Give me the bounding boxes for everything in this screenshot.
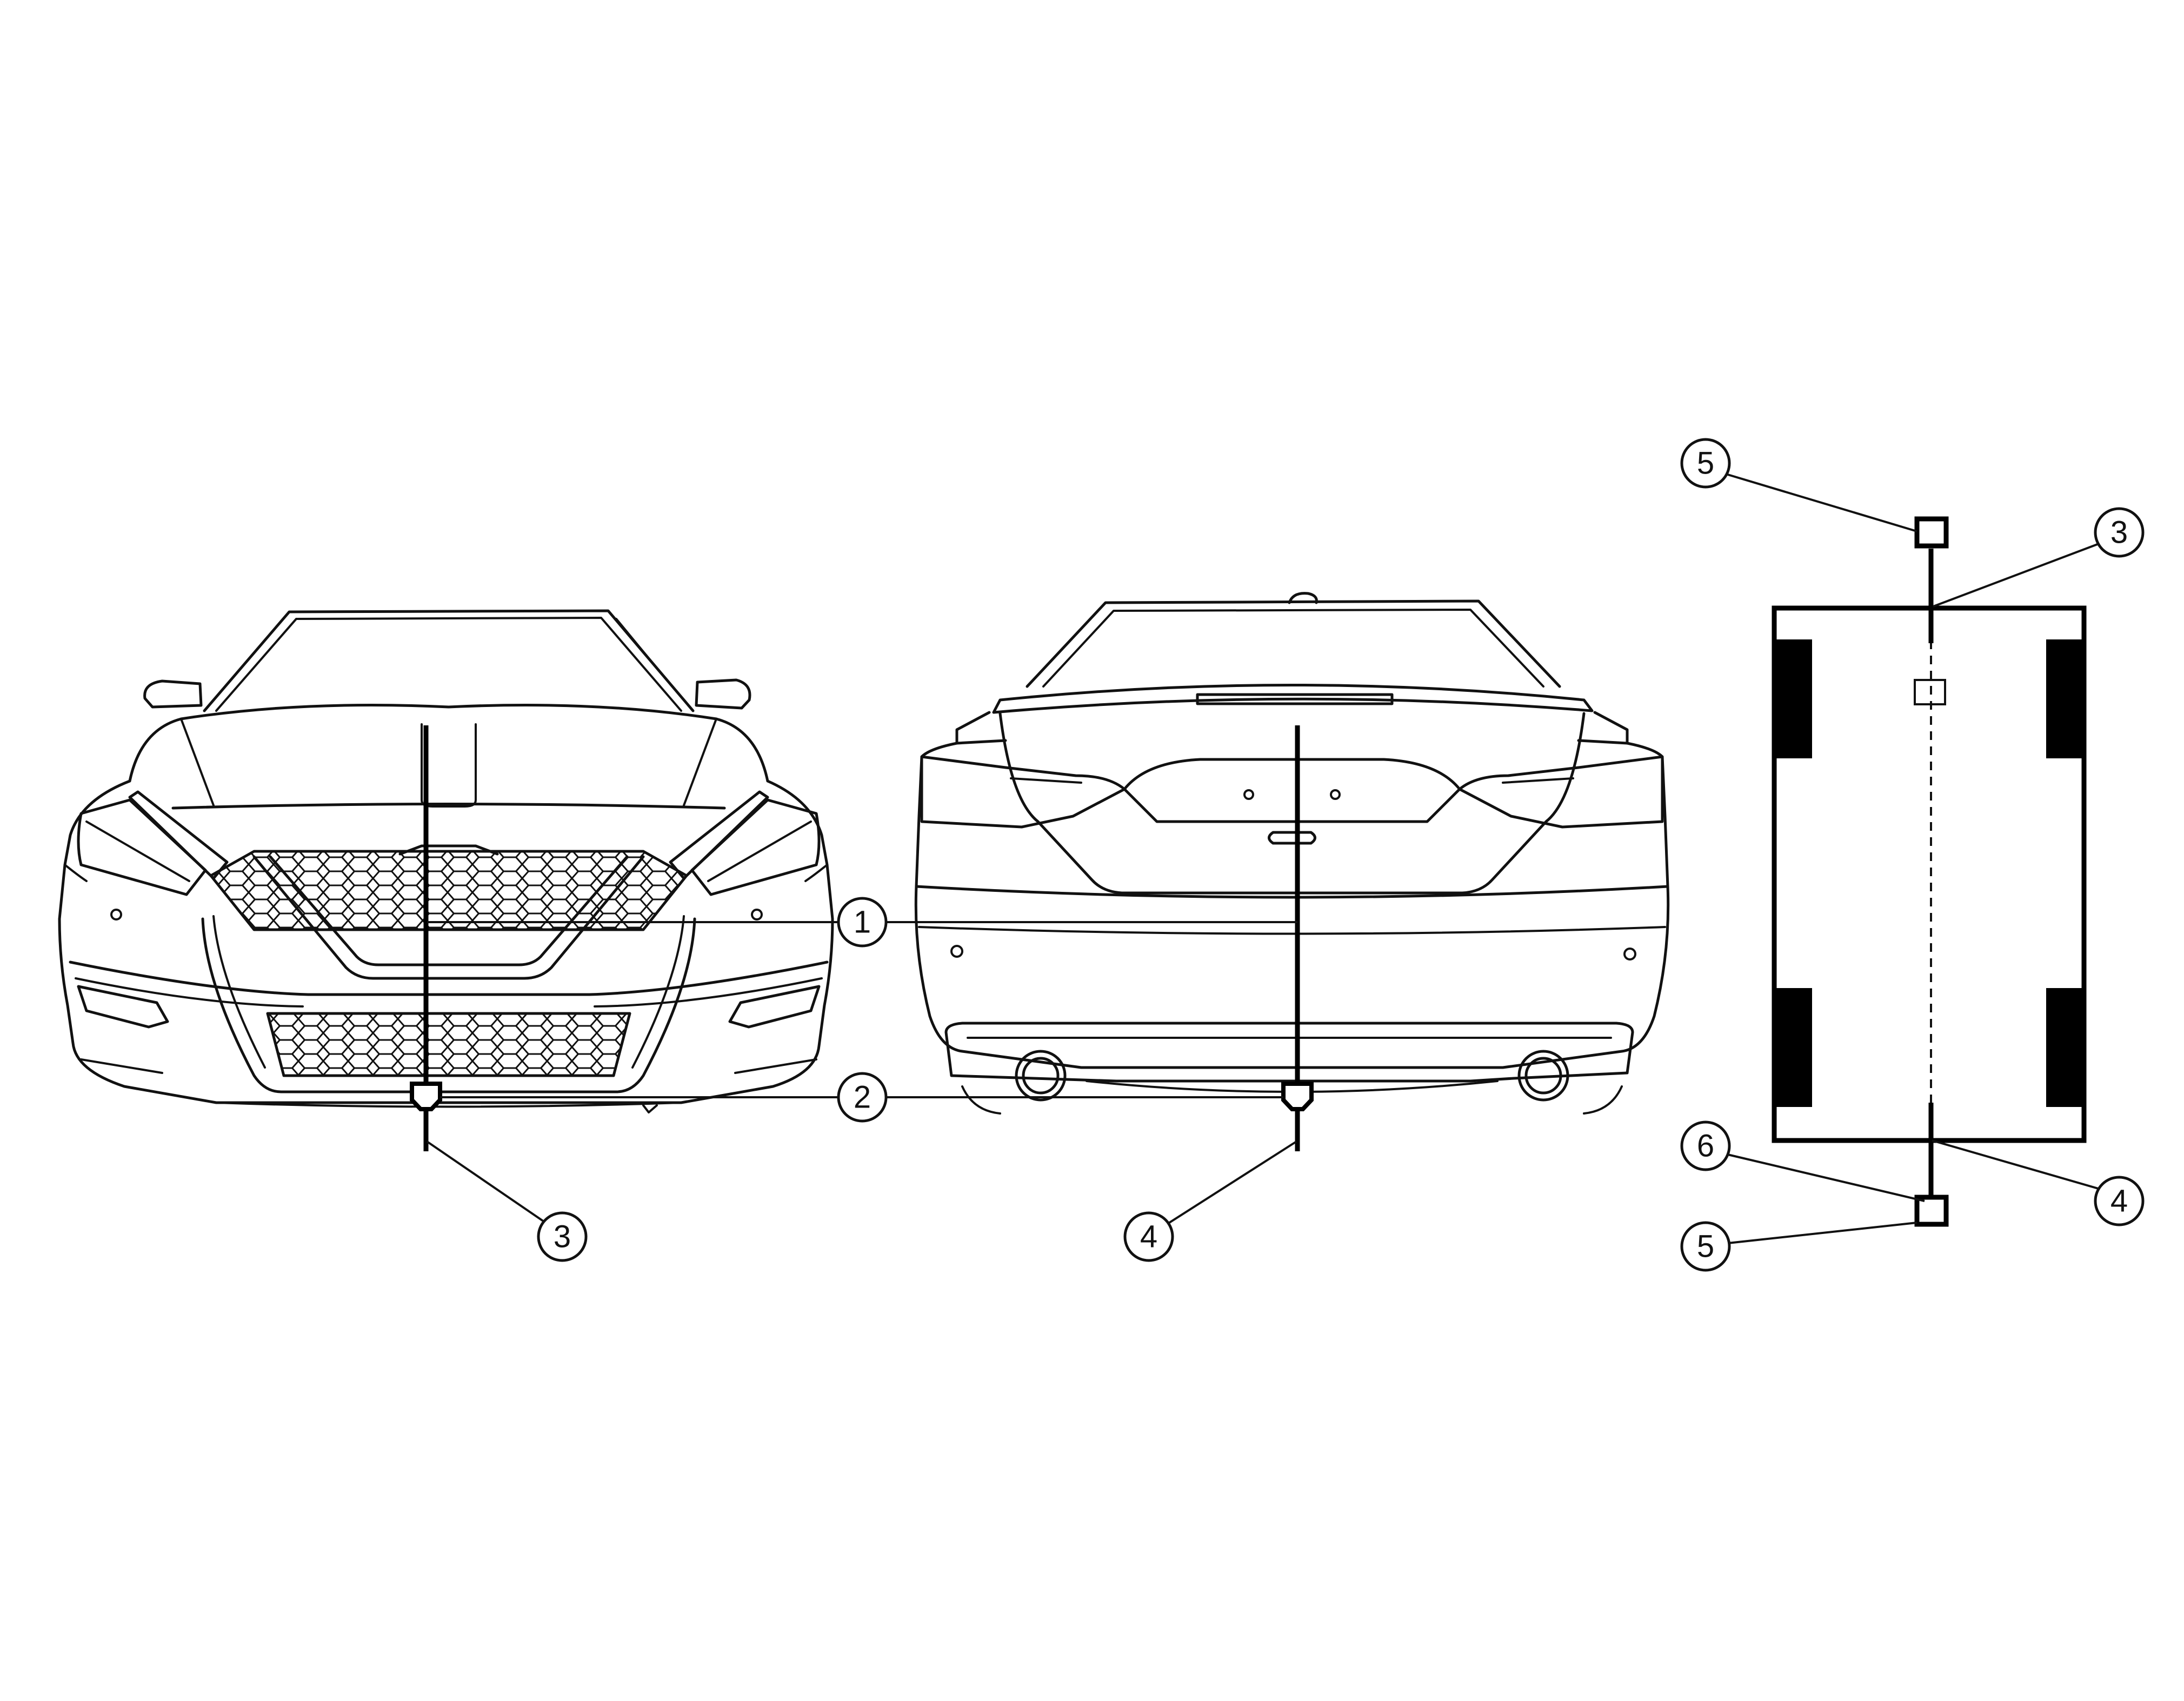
right-fog-lamp xyxy=(728,985,821,1029)
measurement-lines xyxy=(410,725,1314,1151)
front-left-wheel xyxy=(1774,639,1812,758)
callout-2: 2 xyxy=(837,1072,888,1123)
lower-grille xyxy=(268,1013,630,1076)
callout-5-top-label: 5 xyxy=(1697,446,1714,481)
plan-center-marker xyxy=(1914,679,1946,705)
plumb-point-front xyxy=(1914,516,1949,549)
callout-2-label: 2 xyxy=(854,1080,871,1115)
vehicle-outline-plan xyxy=(1772,605,2087,1143)
upper-grille xyxy=(211,851,687,930)
callout-5-top: 5 xyxy=(1680,438,1731,489)
callout-1-label: 1 xyxy=(854,905,871,940)
callout-3-plan: 3 xyxy=(2094,507,2145,558)
callout-5-bottom: 5 xyxy=(1680,1221,1731,1272)
plan-view xyxy=(1772,516,2087,1227)
rear-view-car xyxy=(914,592,1670,1115)
callout-3-front: 3 xyxy=(537,1211,588,1262)
callout-3-front-label: 3 xyxy=(554,1219,571,1255)
left-mirror xyxy=(143,679,203,709)
right-exhaust xyxy=(1517,1050,1569,1102)
left-exhaust xyxy=(1015,1050,1067,1102)
plumb-point-rear xyxy=(1914,1195,1949,1227)
callout-6-plan: 6 xyxy=(1680,1120,1731,1171)
callout-6-plan-label: 6 xyxy=(1697,1129,1714,1164)
rear-right-wheel xyxy=(2046,988,2084,1107)
front-right-wheel xyxy=(2046,639,2084,758)
callout-5-bottom-label: 5 xyxy=(1697,1229,1714,1264)
right-mirror xyxy=(695,678,751,710)
leader-lines xyxy=(426,473,2101,1244)
callout-4-rear-label: 4 xyxy=(1140,1219,1157,1255)
third-brake-light xyxy=(1196,693,1394,705)
callout-4-rear: 4 xyxy=(1123,1211,1174,1262)
right-tail-lamp xyxy=(1458,755,1664,829)
rear-plumb-bob xyxy=(1281,1082,1314,1111)
front-view-car xyxy=(58,609,834,1113)
rear-left-wheel xyxy=(1774,988,1812,1107)
front-plumb-bob xyxy=(410,1082,442,1111)
left-tail-lamp xyxy=(920,755,1126,829)
callout-1: 1 xyxy=(837,897,888,948)
right-headlight xyxy=(690,798,821,896)
callout-4-plan-label: 4 xyxy=(2110,1184,2128,1219)
left-headlight xyxy=(77,798,207,896)
callout-3-plan-label: 3 xyxy=(2110,515,2128,550)
callout-4-plan: 4 xyxy=(2094,1176,2145,1226)
left-fog-lamp xyxy=(77,985,169,1029)
